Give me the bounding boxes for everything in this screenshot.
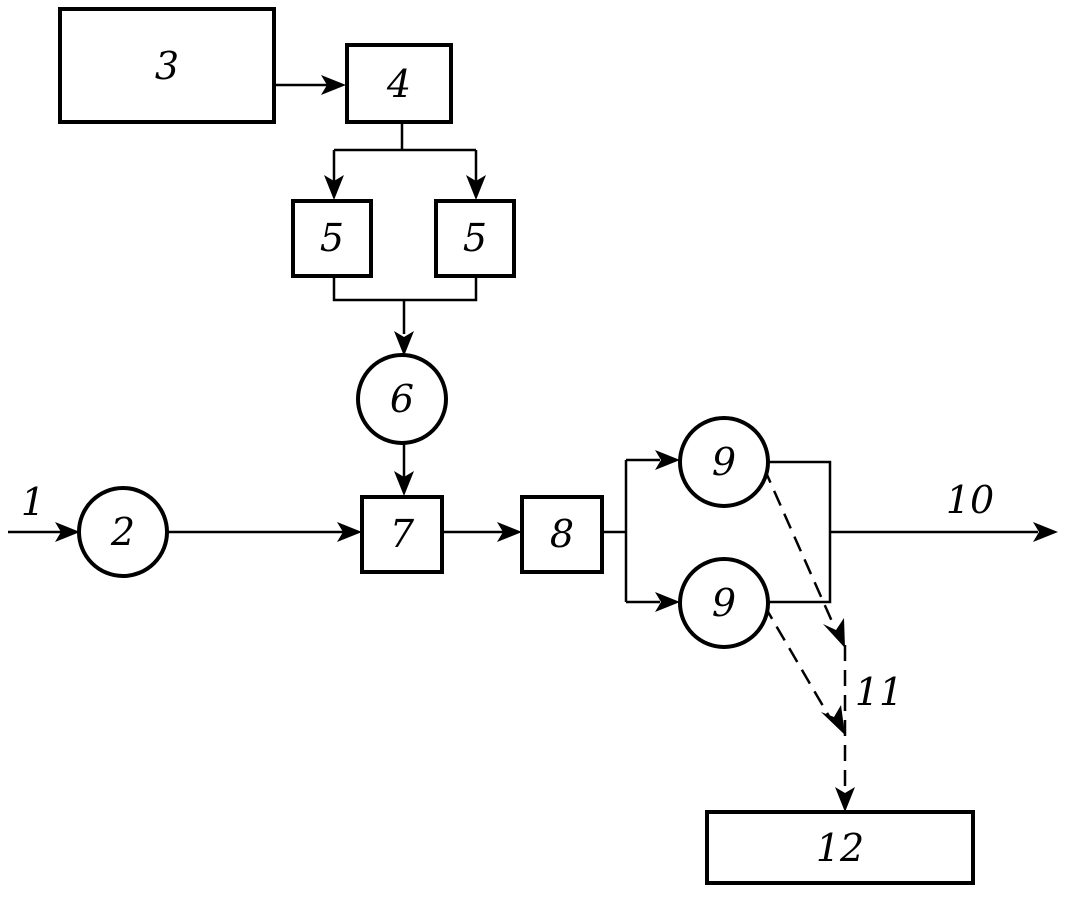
arrowhead-into-12 — [835, 787, 855, 812]
node-12: 12 — [705, 810, 975, 885]
node-7-label: 7 — [390, 512, 415, 556]
arrowhead-to-10 — [1033, 522, 1058, 542]
node-2: 2 — [77, 486, 169, 578]
node-8-box — [520, 495, 604, 574]
connectors — [8, 83, 1038, 792]
node-4-box — [345, 43, 453, 124]
node-2-label: 2 — [110, 510, 135, 554]
arrowhead-dashed-upper — [823, 618, 845, 648]
node-5-right-box — [434, 199, 516, 278]
edge-5-merge-to-6 — [332, 278, 478, 334]
node-7-box — [360, 495, 444, 574]
node-4: 4 — [345, 43, 453, 124]
node-9-top-circle — [678, 416, 770, 508]
arrowhead-into-8 — [497, 522, 522, 542]
node-9-bottom: 9 — [678, 557, 770, 649]
node-8: 8 — [520, 495, 604, 574]
node-3-label: 3 — [155, 44, 179, 88]
node-2-circle — [77, 486, 169, 578]
node-5-right-label: 5 — [463, 216, 487, 260]
edge-4-split-to-5 — [332, 122, 478, 183]
node-9-bottom-label: 9 — [712, 581, 736, 625]
arrowhead-dashed-lower — [821, 705, 845, 735]
edge-9a-to-11 — [762, 467, 836, 627]
node-3: 3 — [58, 7, 276, 124]
node-7: 7 — [360, 495, 444, 574]
arrowhead-into-4 — [321, 75, 346, 95]
arrowhead-into-9-bottom — [655, 592, 680, 612]
node-9-bottom-circle — [678, 557, 770, 649]
node-5-left-box — [291, 199, 373, 278]
node-5-left: 5 — [291, 199, 373, 278]
node-5-right: 5 — [434, 199, 516, 278]
arrowhead-into-7-left — [337, 522, 362, 542]
label-11: 11 — [855, 670, 903, 714]
edge-9-to-10 — [768, 460, 1038, 604]
arrowhead-into-6 — [394, 331, 414, 356]
arrowhead-into-5-left — [324, 175, 344, 200]
node-4-label: 4 — [386, 62, 411, 106]
label-1: 1 — [21, 480, 45, 524]
edge-8-split-to-9 — [603, 458, 660, 604]
arrowhead-into-7-top — [394, 471, 414, 496]
node-9-top: 9 — [678, 416, 770, 508]
node-9-top-label: 9 — [712, 440, 736, 484]
arrowhead-into-2 — [55, 522, 80, 542]
node-6: 6 — [356, 353, 448, 445]
node-6-label: 6 — [390, 377, 414, 421]
node-5-left-label: 5 — [320, 216, 344, 260]
arrowheads — [55, 75, 1058, 812]
edge-9b-to-11 — [762, 604, 832, 719]
node-6-circle — [356, 353, 448, 445]
node-3-box — [58, 7, 276, 124]
arrowhead-into-9-top — [655, 450, 680, 470]
label-10: 10 — [946, 478, 994, 522]
arrowhead-into-5-right — [466, 175, 486, 200]
node-12-box — [705, 810, 975, 885]
node-8-label: 8 — [550, 512, 574, 556]
node-12-label: 12 — [816, 826, 864, 870]
